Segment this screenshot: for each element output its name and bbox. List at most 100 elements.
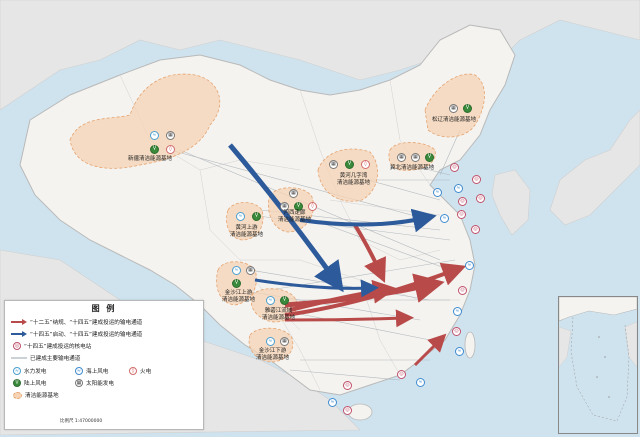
offshore-wind-icon: ≈: [440, 214, 449, 223]
offshore-wind-icon: ≈: [454, 184, 463, 193]
nuclear-icon: ◎: [457, 210, 466, 219]
legend-label: 海上风电: [86, 369, 109, 375]
solar-icon: ▦: [397, 153, 406, 162]
thermal-icon: ◊: [129, 367, 137, 375]
nuclear-icon: ◎: [397, 370, 406, 379]
wind-icon: Ⴤ: [280, 296, 289, 305]
base-label-huanghe: 黄河上游 清洁能源基地: [230, 225, 264, 238]
nuclear-icon: ◎: [471, 225, 480, 234]
solar-icon: ▦: [329, 160, 338, 169]
hydro-icon: ≈: [266, 296, 275, 305]
solar-icon: ▦: [166, 131, 175, 140]
base-label-jinsha-lower: 金沙江下游 清洁能源基地: [256, 348, 290, 361]
legend-label: “十四五”建成投运的核电站: [24, 344, 92, 350]
nuclear-icon: ◎: [476, 194, 485, 203]
nuclear-icon: ◎: [450, 163, 459, 172]
solar-icon: ▦: [289, 189, 298, 198]
solar-icon: ▦: [246, 266, 255, 275]
japan-land: [549, 109, 640, 226]
thermal-icon: ◊: [166, 145, 175, 154]
south-china-sea-inset: [558, 296, 638, 434]
solar-icon: ▦: [280, 202, 289, 211]
line-icon: [11, 357, 27, 359]
wind-icon: Ⴤ: [294, 202, 303, 211]
blue-arrows: [228, 143, 437, 298]
offshore-wind-icon: ≈: [75, 367, 83, 375]
wind-icon: Ⴤ: [13, 379, 21, 387]
hydro-icon: ≈: [13, 367, 21, 375]
scale-bar: 比例尺 1:47000000: [60, 419, 103, 424]
legend-item-red-arrow: “十二五”纳规、“十四五”建成投运的输电通道: [11, 318, 142, 326]
legend-label: 太阳能发电: [86, 381, 114, 387]
base-xinjiang: [69, 73, 221, 169]
red-arrow-yalong-east3: [284, 309, 414, 328]
legend-label: 陆上风电: [24, 381, 47, 387]
base-label-jinsha-upper: 金沙江上游 清洁能源基地: [222, 290, 256, 303]
wind-icon: Ⴤ: [232, 279, 241, 288]
wind-icon: Ⴤ: [463, 104, 472, 113]
legend-item-clean-base: 清洁能源基地: [13, 391, 59, 399]
base-label-hexi: 河西走廊 清洁能源基地: [278, 210, 312, 223]
base-label-songliao: 松辽清洁能源基地: [432, 117, 477, 123]
nuclear-icon: ◎: [343, 406, 352, 415]
legend-label: “十四五”启动、“十四五”建成投运的输电通道: [30, 332, 143, 338]
base-label-jibei: 冀北清洁能源基地: [390, 165, 435, 171]
red-arrow-hexi: [353, 223, 386, 283]
taiwan-island: [464, 331, 476, 359]
hydro-icon: ≈: [232, 266, 241, 275]
blue-arrow-jinsha: [254, 278, 379, 298]
legend-item-offshore: ≈ 海上风电: [75, 367, 108, 375]
nuclear-icon: ◎: [13, 342, 21, 350]
legend-label: “十二五”纳规、“十四五”建成投运的输电通道: [30, 320, 143, 326]
nuclear-icon: ◎: [458, 286, 467, 295]
nuclear-icon: ◎: [343, 381, 352, 390]
clean-base-swatch: [13, 391, 22, 399]
hydro-icon: ≈: [236, 212, 245, 221]
thermal-icon: ◊: [308, 202, 317, 211]
blue-arrow-icon: [11, 331, 27, 337]
offshore-wind-icon: ≈: [465, 261, 474, 270]
korea-land: [491, 169, 531, 236]
legend-item-wind: Ⴤ 陆上风电: [13, 379, 46, 387]
legend-item-solar: ▦ 太阳能发电: [75, 379, 114, 387]
base-label-jiziwan: 黄河几字湾 清洁能源基地: [337, 173, 371, 186]
legend-label: 水力发电: [24, 369, 47, 375]
base-label-yalong: 雅砻江流域 清洁能源基地: [262, 308, 296, 321]
nuclear-icon: ◎: [472, 175, 481, 184]
solar-icon: ▦: [280, 337, 289, 346]
red-arrow-yalong-east: [284, 273, 445, 308]
offshore-wind-icon: ≈: [416, 378, 425, 387]
base-huanghe-upstream: [226, 202, 264, 241]
legend-label: 已建成主要输电通道: [30, 356, 81, 362]
solar-icon: ▦: [75, 379, 83, 387]
red-arrow-fujian: [413, 333, 447, 367]
legend-item-hydro: ≈ 水力发电: [13, 367, 46, 375]
wind-icon: Ⴤ: [150, 145, 159, 154]
map-legend: 图 例 “十二五”纳规、“十四五”建成投运的输电通道 “十四五”启动、“十四五”…: [4, 300, 204, 430]
offshore-wind-icon: ≈: [453, 307, 462, 316]
legend-item-thermal: ◊ 火电: [129, 367, 151, 375]
offshore-wind-icon: ≈: [455, 347, 464, 356]
legend-item-existing-line: 已建成主要输电通道: [11, 354, 80, 362]
wind-icon: Ⴤ: [425, 153, 434, 162]
red-arrow-yalong-east2: [284, 262, 467, 317]
wind-icon: Ⴤ: [345, 160, 354, 169]
thermal-icon: ◊: [361, 160, 370, 169]
wind-icon: Ⴤ: [252, 212, 261, 221]
hydro-icon: ≈: [266, 337, 275, 346]
nuclear-icon: ◎: [452, 327, 461, 336]
offshore-wind-icon: ≈: [433, 188, 442, 197]
legend-title: 图 例: [91, 304, 117, 313]
legend-item-nuclear: ◎ “十四五”建成投运的核电站: [13, 342, 91, 350]
hydro-icon: ≈: [150, 131, 159, 140]
blue-arrow-xinjiang: [228, 143, 344, 293]
red-arrow-icon: [11, 319, 27, 325]
solar-icon: ▦: [449, 104, 458, 113]
legend-label: 清洁能源基地: [25, 393, 59, 399]
offshore-wind-icon: ≈: [328, 398, 337, 407]
legend-item-blue-arrow: “十四五”启动、“十四五”建成投运的输电通道: [11, 330, 142, 338]
red-arrows: [284, 223, 467, 367]
base-label-xinjiang: 新疆清洁能源基地: [128, 156, 173, 162]
solar-icon: ▦: [411, 153, 420, 162]
nuclear-icon: ◎: [458, 197, 467, 206]
